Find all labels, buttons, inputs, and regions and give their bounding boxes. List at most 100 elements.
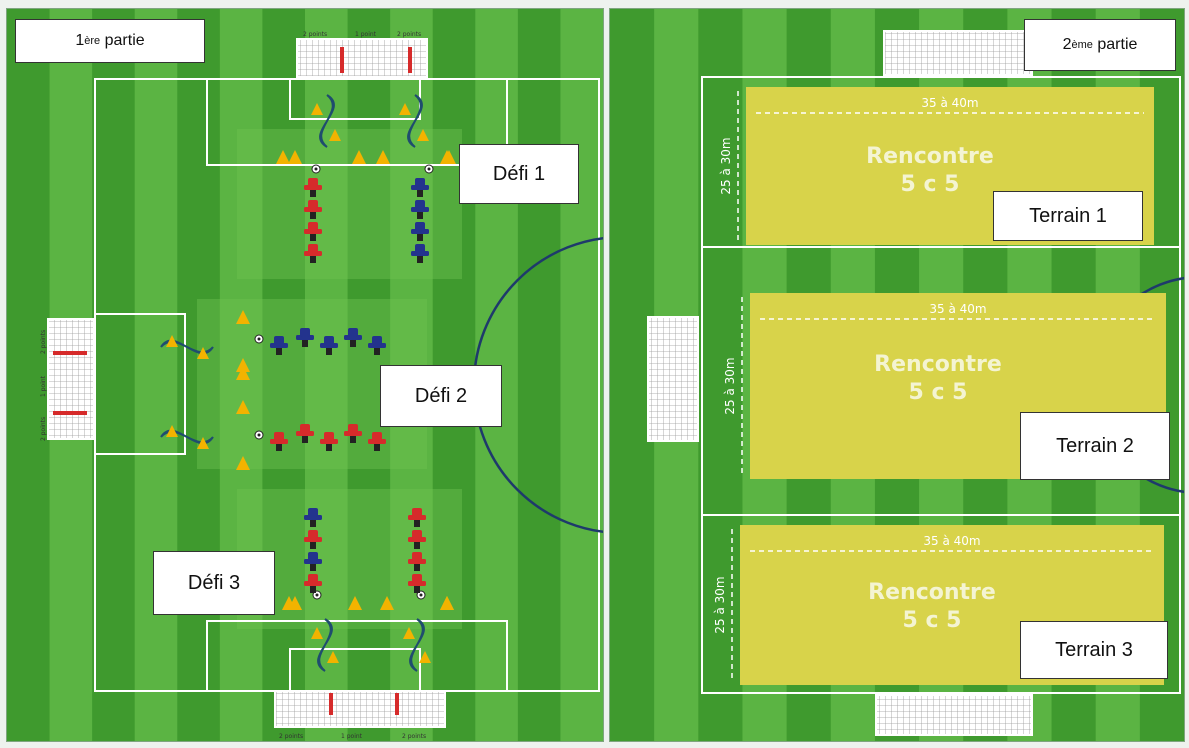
grass-stripe [698,9,743,741]
cone-icon [197,347,209,359]
pitch-2-label: Terrain 2 [1020,412,1170,480]
cone-icon [442,150,456,164]
height-label: 25 à 30m [719,137,733,194]
grass-stripe [262,9,306,741]
goal-zone-label: 2 points [40,330,47,354]
cone-icon [236,358,250,372]
goal-net-icon [47,318,95,440]
cone-icon [282,596,296,610]
part1-label-text: partie [100,32,145,49]
cone-icon [166,425,178,437]
goal-zone-label: 1 point [341,733,363,740]
player-icon [296,328,314,347]
player-icon [304,552,322,571]
player-icon [270,336,288,355]
ball-icon [254,430,264,440]
player-icon [320,336,338,355]
player-icon [304,200,322,219]
cone-icon [380,596,394,610]
cone-icon [348,596,362,610]
player-icon [320,432,338,451]
pitch-title-line1: Rencontre [866,144,994,169]
part1-label-number: 1 [75,32,85,49]
player-icon [344,328,362,347]
ball-icon [311,164,321,174]
cone-icon [288,150,302,164]
challenge-2-label: Défi 2 [380,365,502,427]
pitch-title-line1: Rencontre [874,352,1002,377]
goal-zone-label: 2 points [40,417,47,441]
height-label: 25 à 30m [713,576,727,633]
height-label: 25 à 30m [723,357,737,414]
part2-label-suffix: ème [1071,39,1093,51]
ball-icon [424,164,434,174]
cone-icon [327,651,339,663]
player-icon [368,336,386,355]
part1-panel: 2 points 1 point 2 points 2 points 1 poi… [6,8,604,742]
player-icon [270,432,288,451]
goal-net-icon [274,690,446,728]
goal-zone-label: 1 point [40,375,47,397]
pitch-title-line2: 5 c 5 [909,380,968,405]
goal-net-icon [647,316,699,442]
ball-icon [254,334,264,344]
grass-stripe [517,9,561,741]
player-icon [304,530,322,549]
grass-stripe [134,9,178,741]
player-icon [304,178,322,197]
cone-icon [236,400,250,414]
pitch-title-line2: 5 c 5 [903,608,962,633]
width-label: 35 à 40m [929,302,986,316]
cone-icon [236,456,250,470]
width-label: 35 à 40m [923,534,980,548]
part1-label-suffix: ère [84,35,101,47]
goal-zone-label: 2 points [402,733,426,740]
challenge-1-label: Défi 1 [459,144,579,204]
player-icon [411,244,429,263]
width-label: 35 à 40m [921,96,978,110]
cone-icon [399,103,411,115]
part1-field: 2 points 1 point 2 points 2 points 1 poi… [7,9,603,741]
player-icon [344,424,362,443]
player-icon [411,200,429,219]
cone-icon [376,150,390,164]
player-icon [408,508,426,527]
goal-zone-label: 2 points [279,733,303,740]
grass-stripe [560,9,603,741]
goal-net-icon [296,38,428,78]
cone-icon [403,627,415,639]
cone-icon [329,129,341,141]
player-icon [411,178,429,197]
goal-zone-label: 1 point [355,31,377,38]
dribble-path [319,94,335,148]
challenge-3-label: Défi 3 [153,551,275,615]
player-icon [411,222,429,241]
cone-icon [236,310,250,324]
goal-net-icon [875,694,1033,736]
grass-stripe [7,9,51,741]
pitch-3-label: Terrain 3 [1020,621,1168,679]
player-icon [304,574,322,593]
player-icon [408,530,426,549]
cone-icon [311,103,323,115]
player-icon [304,222,322,241]
grass-stripe [92,9,136,741]
player-icon [296,424,314,443]
dribble-path [409,618,425,672]
goal-zone-label: 2 points [303,31,327,38]
dribble-path [317,618,333,672]
cone-icon [166,335,178,347]
pitch-title-line2: 5 c 5 [901,172,960,197]
player-icon [408,574,426,593]
cone-icon [276,150,290,164]
part2-label-number: 2 [1062,36,1072,53]
goal-net-icon [883,30,1033,76]
player-icon [304,508,322,527]
cone-icon [236,366,250,380]
cone-icon [352,150,366,164]
cone-icon [197,437,209,449]
